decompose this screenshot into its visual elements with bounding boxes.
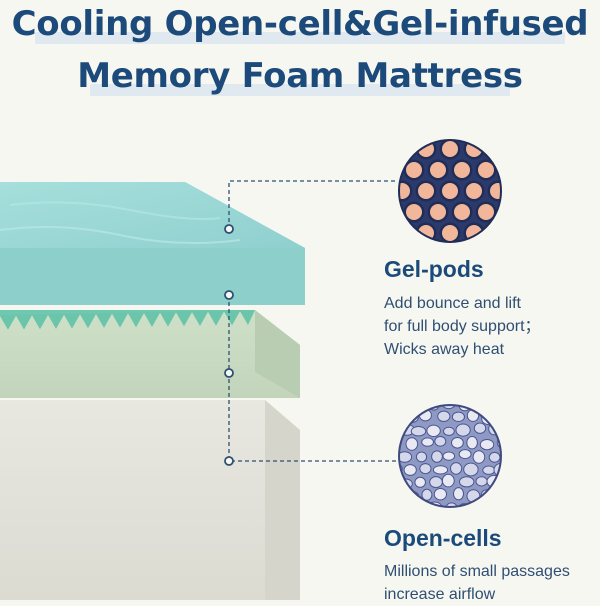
cooling-top-foam-layer bbox=[0, 182, 305, 305]
feature-title-gel-pods: Gel-pods bbox=[384, 256, 484, 282]
feature-description-gel-pods: Add bounce and lift for full body suppor… bbox=[384, 295, 541, 358]
callout-lines bbox=[228, 180, 398, 462]
open-cells-closeup-icon bbox=[398, 404, 502, 508]
title-highlight bbox=[35, 32, 565, 44]
base-foam-layer bbox=[0, 400, 300, 600]
page-title-line-1: Cooling Open-cell&Gel-infused bbox=[11, 4, 589, 44]
feature-title-open-cells: Open-cells bbox=[384, 525, 502, 551]
title-highlight bbox=[90, 84, 510, 96]
callout-dots bbox=[224, 224, 234, 466]
page-title-line-2: Memory Foam Mattress bbox=[77, 56, 523, 96]
gel-infused-foam-layer bbox=[0, 310, 300, 398]
gel-pods-closeup-icon bbox=[398, 139, 502, 243]
feature-description-open-cells: Millions of small passages increase airf… bbox=[384, 563, 570, 603]
